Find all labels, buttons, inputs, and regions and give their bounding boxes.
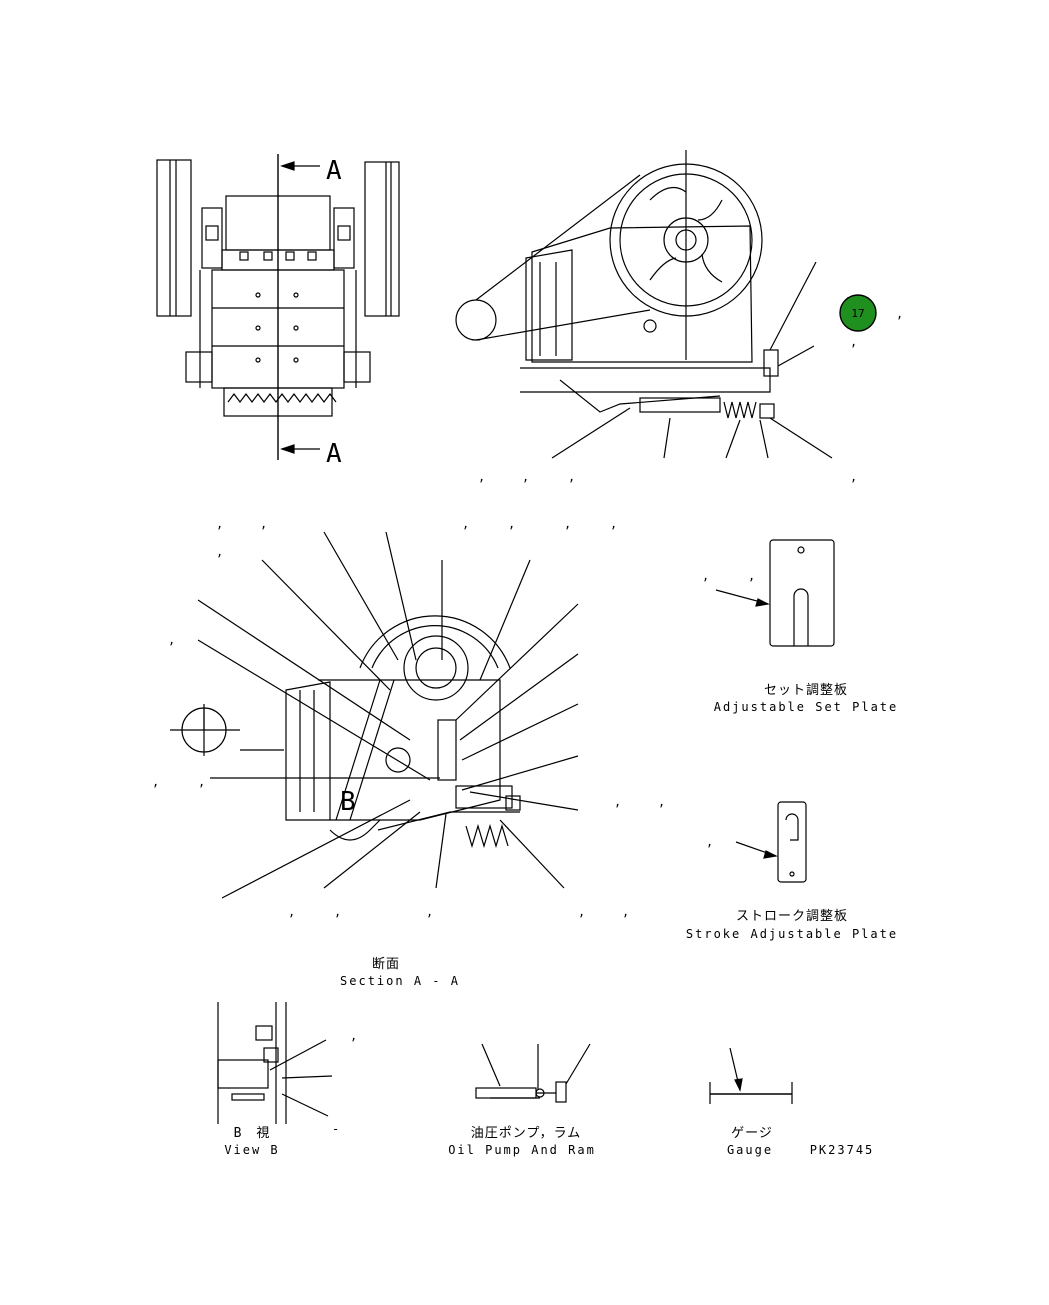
section-view xyxy=(170,531,579,899)
separator-comma: , xyxy=(564,517,571,531)
separator-comma: , xyxy=(426,905,433,919)
oil-pump-shape xyxy=(475,1043,591,1103)
set-plate-shape xyxy=(715,539,835,647)
separator-comma: , xyxy=(622,905,629,919)
separator-comma: , xyxy=(748,569,755,583)
separator-comma: , xyxy=(288,905,295,919)
section-caption-jp: 断面 xyxy=(372,957,400,972)
front-view xyxy=(156,154,400,460)
drawing-number: PK23745 xyxy=(810,1143,875,1157)
dash-mark: - xyxy=(332,1122,339,1136)
callout-badge[interactable] xyxy=(839,294,877,332)
separator-comma: , xyxy=(168,633,175,647)
section-caption-en: Section A - A xyxy=(340,974,460,988)
separator-comma: , xyxy=(702,569,709,583)
oil-pump-caption-jp: 油圧ポンプ，ラム xyxy=(471,1126,582,1141)
separator-comma: , xyxy=(198,775,205,789)
side-view xyxy=(455,150,833,459)
separator-comma: , xyxy=(850,335,857,349)
separator-comma: , xyxy=(462,517,469,531)
separator-comma: , xyxy=(334,905,341,919)
separator-comma: , xyxy=(658,795,665,809)
separator-comma: , xyxy=(216,517,223,531)
gauge-caption-jp: ゲージ xyxy=(731,1126,773,1141)
separator-comma: , xyxy=(522,470,529,484)
separator-comma: , xyxy=(478,470,485,484)
separator-comma: , xyxy=(216,545,223,559)
callout-badge-number[interactable]: 17 xyxy=(851,307,864,320)
gauge-caption-en: Gauge xyxy=(727,1143,773,1157)
gauge-shape xyxy=(709,1047,793,1104)
view-b-caption-en: View B xyxy=(224,1143,279,1157)
separators: , , , , , , , , , , , , , , , , , , , , … xyxy=(152,307,903,1136)
view-mark-b: B xyxy=(340,787,356,817)
stroke-plate-caption-en: Stroke Adjustable Plate xyxy=(686,927,898,941)
separator-comma: , xyxy=(152,775,159,789)
separator-comma: , xyxy=(508,517,515,531)
view-b-shape xyxy=(217,1002,333,1124)
set-plate-caption-jp: セット調整板 xyxy=(764,683,848,698)
separator-comma: , xyxy=(610,517,617,531)
separator-comma: , xyxy=(896,307,903,321)
separator-comma: , xyxy=(850,470,857,484)
stroke-plate-shape xyxy=(735,801,807,883)
oil-pump-caption-en: Oil Pump And Ram xyxy=(448,1143,596,1157)
separator-comma: , xyxy=(614,795,621,809)
section-mark-a-bottom: A xyxy=(326,439,342,469)
separator-comma: , xyxy=(350,1029,357,1043)
separator-comma: , xyxy=(568,470,575,484)
stroke-plate-caption-jp: ストローク調整板 xyxy=(736,909,848,924)
separator-comma: , xyxy=(706,835,713,849)
set-plate-caption-en: Adjustable Set Plate xyxy=(714,700,899,714)
separator-comma: , xyxy=(578,905,585,919)
view-b-caption-jp: B 視 xyxy=(234,1126,271,1141)
separator-comma: , xyxy=(260,517,267,531)
section-mark-a-top: A xyxy=(326,156,342,186)
